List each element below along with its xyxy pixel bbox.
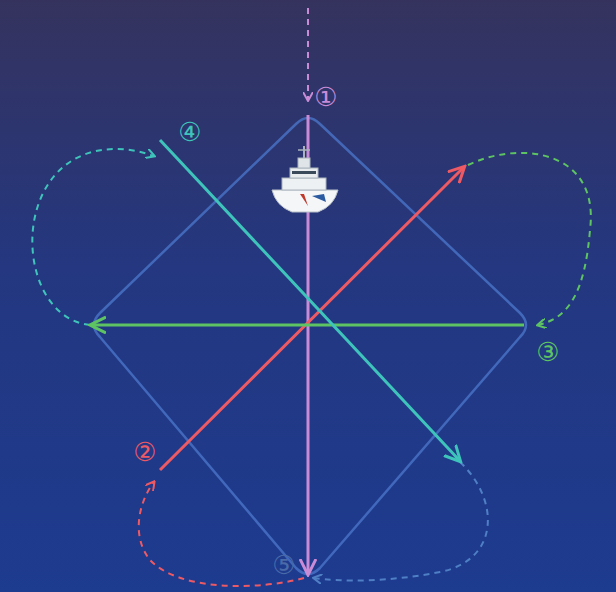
ship-icon xyxy=(272,146,338,212)
callout-number: ③ xyxy=(536,339,559,365)
callout-number: ① xyxy=(314,84,337,110)
callout-number: ⑤ xyxy=(272,552,295,578)
callout-number: ④ xyxy=(178,119,201,145)
callout-number: ② xyxy=(133,439,156,465)
